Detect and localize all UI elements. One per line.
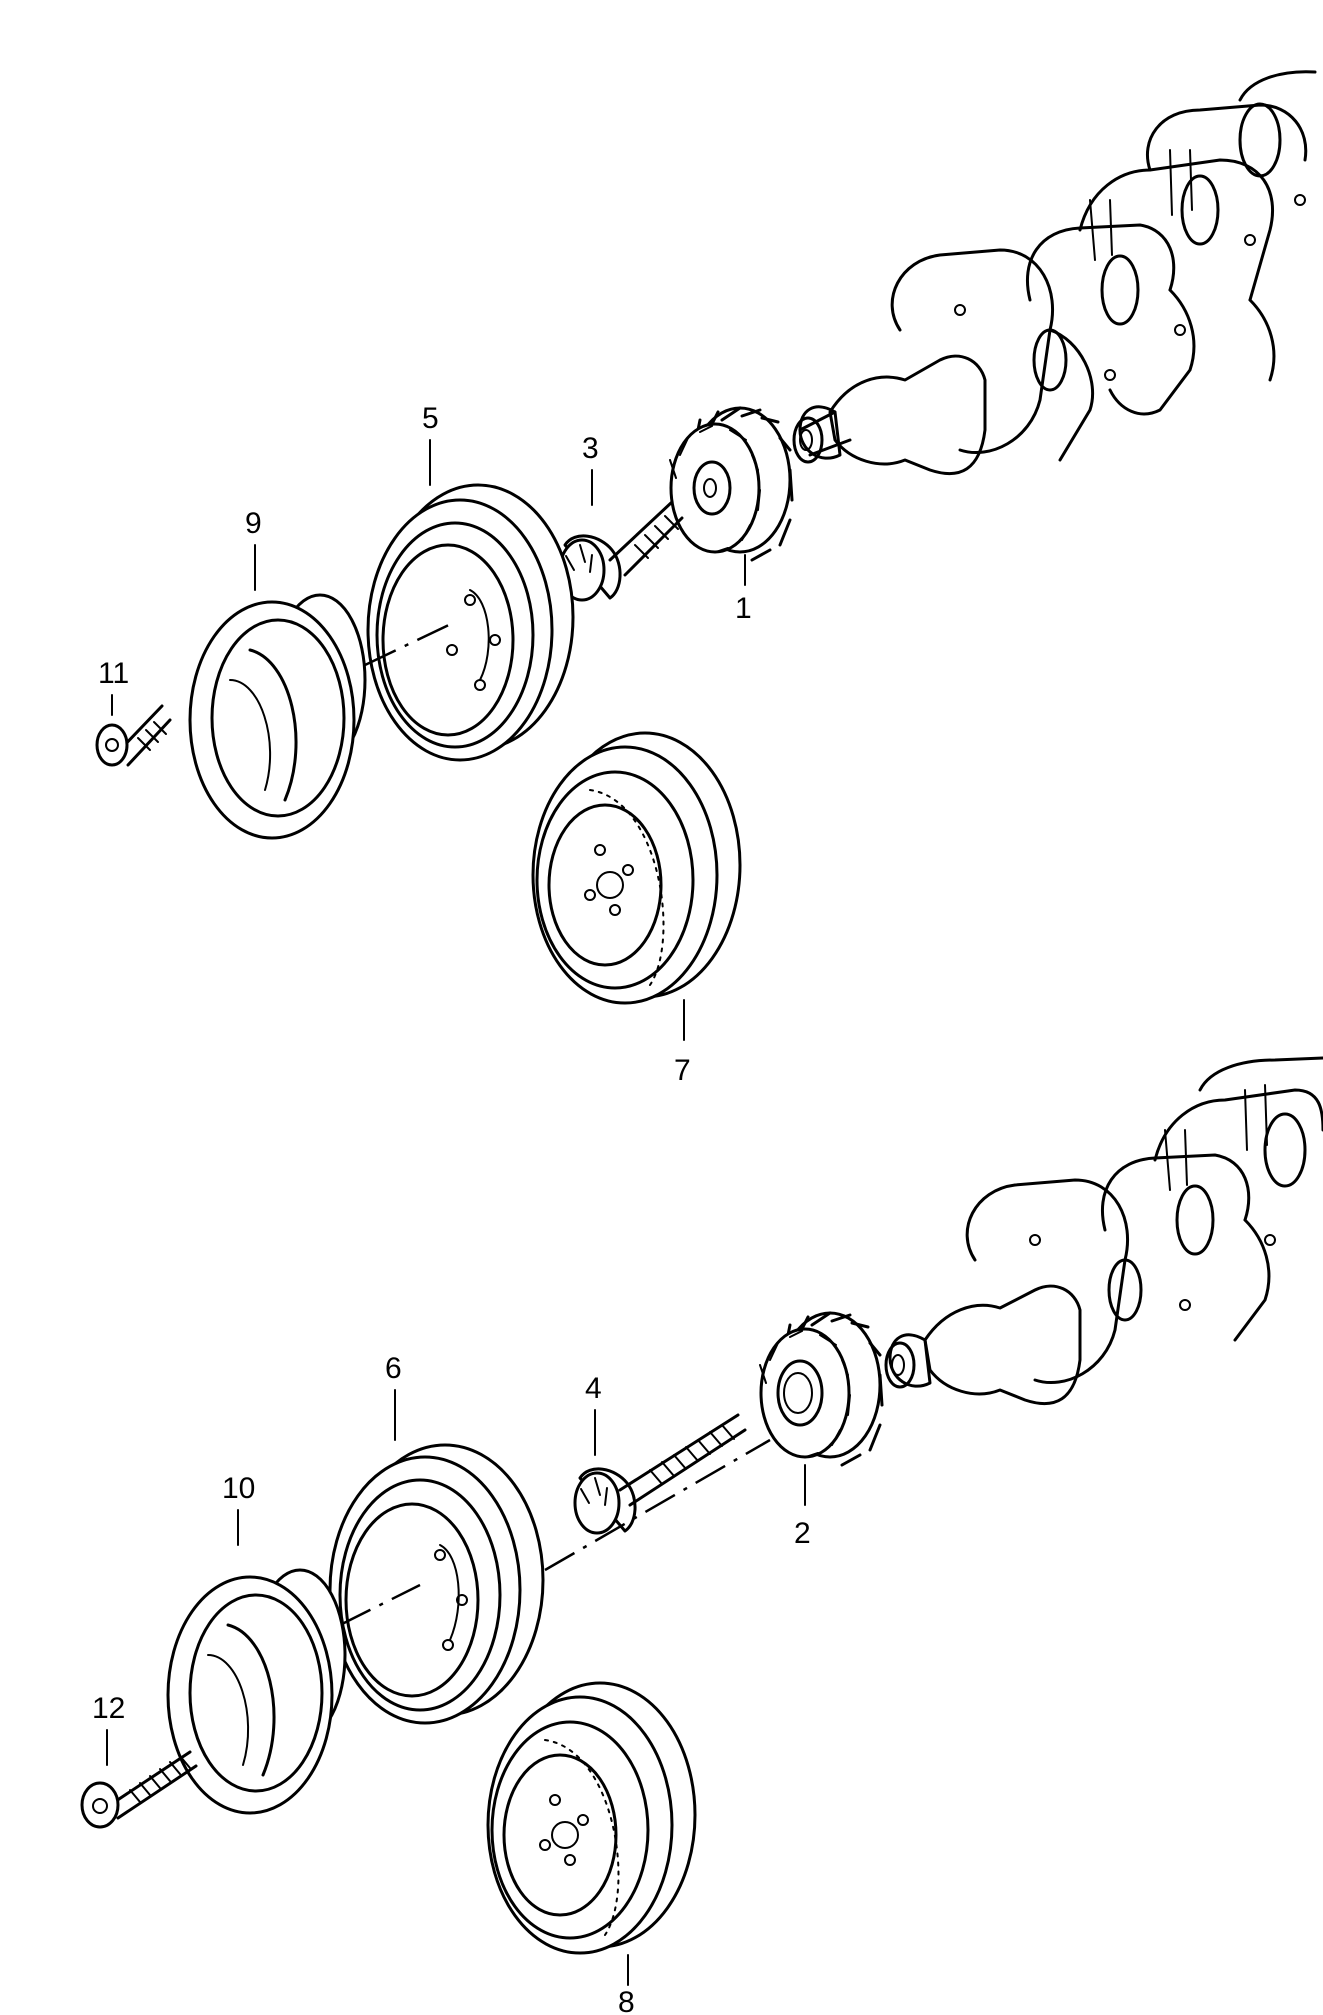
- center-axis-lower-front: [339, 1583, 421, 1627]
- center-axis-upper: [364, 620, 456, 667]
- callout-2: 2: [794, 1517, 811, 1550]
- damper-upper-7: [531, 731, 742, 1005]
- callout-7: 7: [674, 1054, 691, 1087]
- bolt-upper-3: [558, 500, 684, 602]
- callout-6: 6: [385, 1352, 402, 1385]
- callout-4: 4: [585, 1372, 602, 1405]
- bolt-upper-11: [95, 704, 172, 767]
- callout-12: 12: [92, 1692, 125, 1725]
- callout-8: 8: [618, 1986, 635, 2015]
- pulley-lower-6: [328, 1443, 545, 1725]
- pulley-upper-5: [366, 483, 575, 762]
- center-axis-lower: [544, 1438, 771, 1572]
- sprocket-upper: [669, 406, 794, 562]
- damper-lower-10: [166, 1568, 347, 1815]
- crankshaft-upper: [792, 70, 1317, 476]
- leader-lines: [106, 439, 806, 1986]
- bolt-lower-4: [573, 1413, 747, 1535]
- callout-3: 3: [582, 432, 599, 465]
- crankshaft-lower: [884, 1056, 1323, 1406]
- callout-1: 1: [735, 592, 752, 625]
- sprocket-lower: [759, 1311, 884, 1467]
- damper-upper-9: [188, 593, 367, 840]
- callout-5: 5: [422, 402, 439, 435]
- callout-10: 10: [222, 1472, 255, 1505]
- damper-lower-8: [486, 1681, 697, 1955]
- callout-9: 9: [245, 507, 262, 540]
- callout-11: 11: [98, 657, 129, 690]
- bolt-lower-12: [80, 1750, 198, 1829]
